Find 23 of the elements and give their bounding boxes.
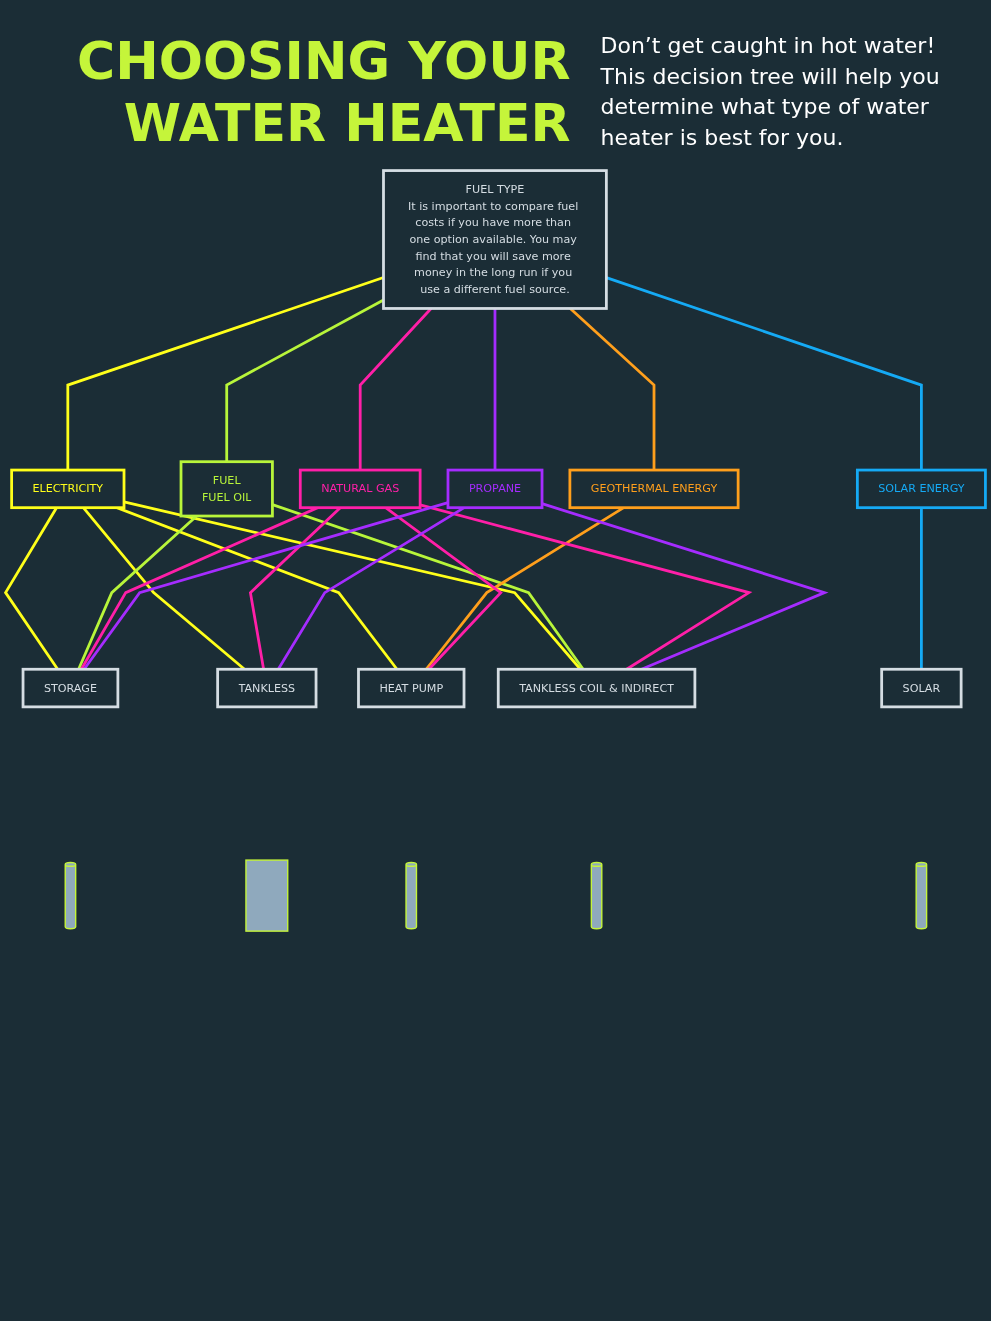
connector bbox=[66, 275, 384, 470]
node-box: NATURAL GAS bbox=[298, 468, 422, 509]
node-box: STORAGE bbox=[21, 667, 120, 709]
node-box: SOLAR ENERGY bbox=[855, 468, 987, 509]
node-box: GEOTHERMAL ENERGY bbox=[568, 468, 740, 509]
node-box bbox=[245, 859, 289, 932]
node-box: TANKLESS bbox=[216, 667, 318, 709]
connector bbox=[116, 506, 399, 670]
connector bbox=[920, 507, 923, 670]
node-cylinder bbox=[915, 861, 928, 930]
title: CHOOSING YOUR WATER HEATER bbox=[76, 30, 571, 155]
node-cylinder bbox=[590, 861, 603, 930]
node-box: ELECTRICITY bbox=[10, 468, 126, 509]
node-box: SOLAR bbox=[880, 667, 963, 709]
node-cylinder bbox=[64, 861, 77, 930]
node-box: FUEL TYPE It is important to compare fuel costs if you have more than one option available. You may find that you will save more money in the long run if you use a different fuel source. bbox=[382, 168, 608, 310]
connector bbox=[493, 308, 497, 470]
node-cylinder bbox=[405, 861, 418, 930]
node-box: PROPANE bbox=[446, 468, 544, 509]
node-box: TANKLESS COIL & INDIRECT bbox=[496, 667, 697, 709]
node-box: HEAT PUMP bbox=[357, 667, 466, 709]
intro-text: Don’t get caught in hot water! This decision tree will help you determine what type of water heater is best for you. bbox=[600, 31, 941, 153]
node-box: FUEL FUEL OIL bbox=[179, 460, 274, 518]
